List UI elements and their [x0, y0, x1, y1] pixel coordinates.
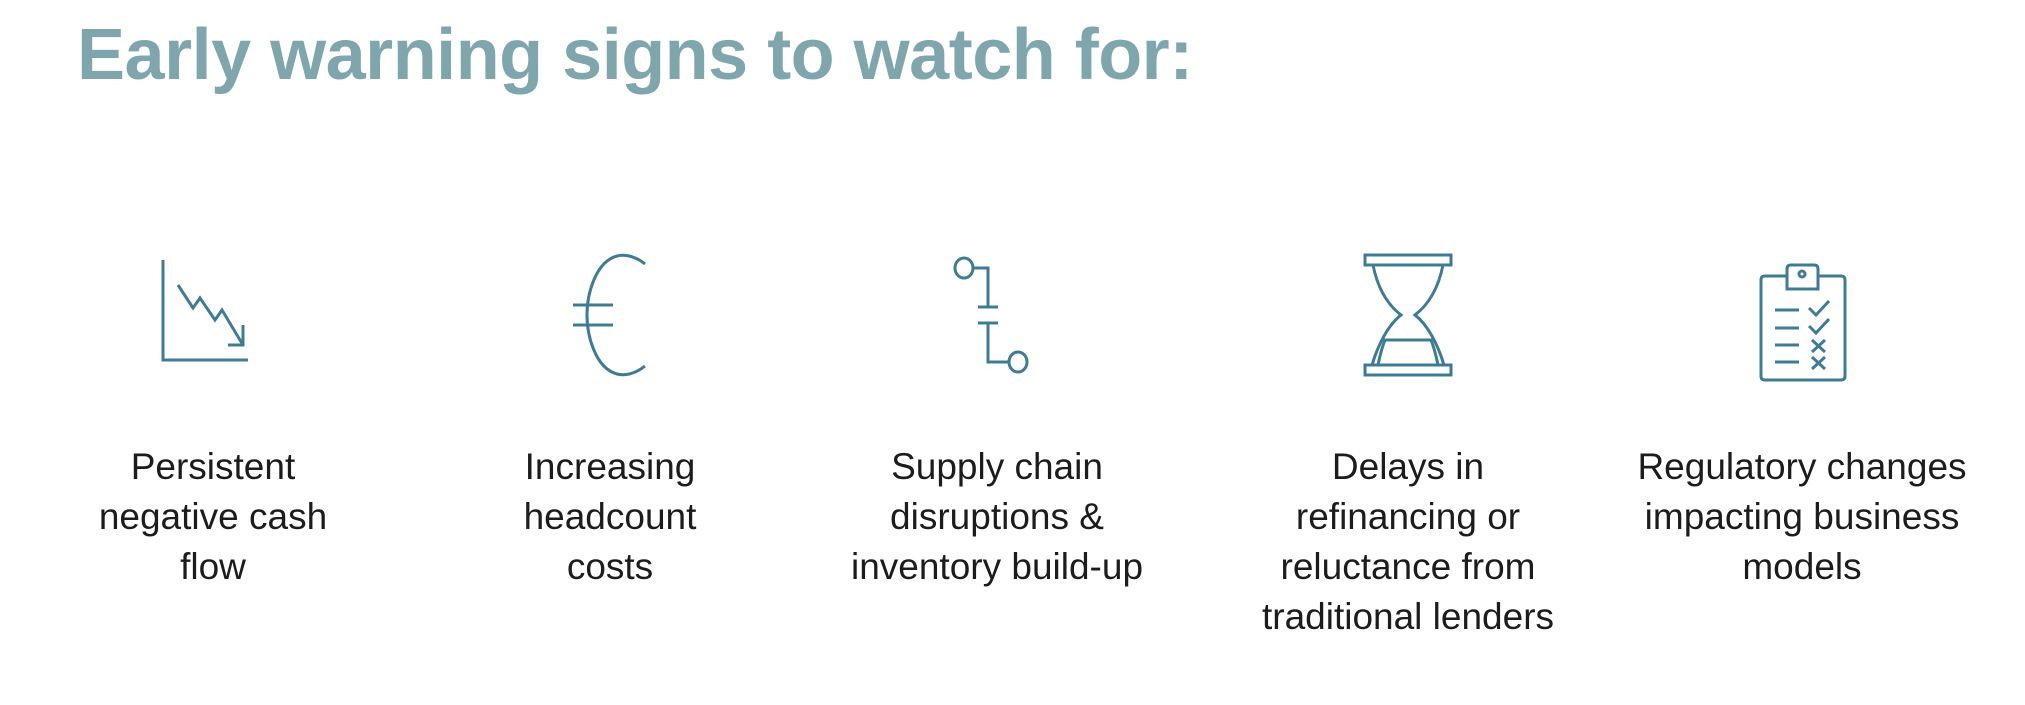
- declining-chart-icon: [148, 250, 278, 380]
- sign-item-headcount: Increasing headcount costs: [410, 250, 810, 592]
- page-title: Early warning signs to watch for:: [77, 15, 1193, 95]
- euro-icon: [545, 250, 675, 380]
- sign-item-supply-chain: Supply chain disruptions & inventory bui…: [797, 250, 1197, 592]
- broken-chain-icon: [932, 250, 1062, 380]
- sign-label: Increasing headcount costs: [523, 446, 697, 587]
- clipboard-checklist-icon: [1737, 254, 1867, 384]
- sign-label: Persistent negative cash flow: [98, 446, 328, 587]
- hourglass-icon: [1343, 250, 1473, 380]
- sign-item-refinancing: Delays in refinancing or reluctance from…: [1208, 250, 1608, 642]
- sign-item-regulatory: Regulatory changes impacting business mo…: [1602, 254, 2002, 592]
- sign-label: Regulatory changes impacting business mo…: [1637, 446, 1967, 587]
- sign-label: Supply chain disruptions & inventory bui…: [850, 446, 1144, 587]
- sign-label: Delays in refinancing or reluctance from…: [1261, 446, 1555, 637]
- sign-item-cash-flow: Persistent negative cash flow: [13, 250, 413, 592]
